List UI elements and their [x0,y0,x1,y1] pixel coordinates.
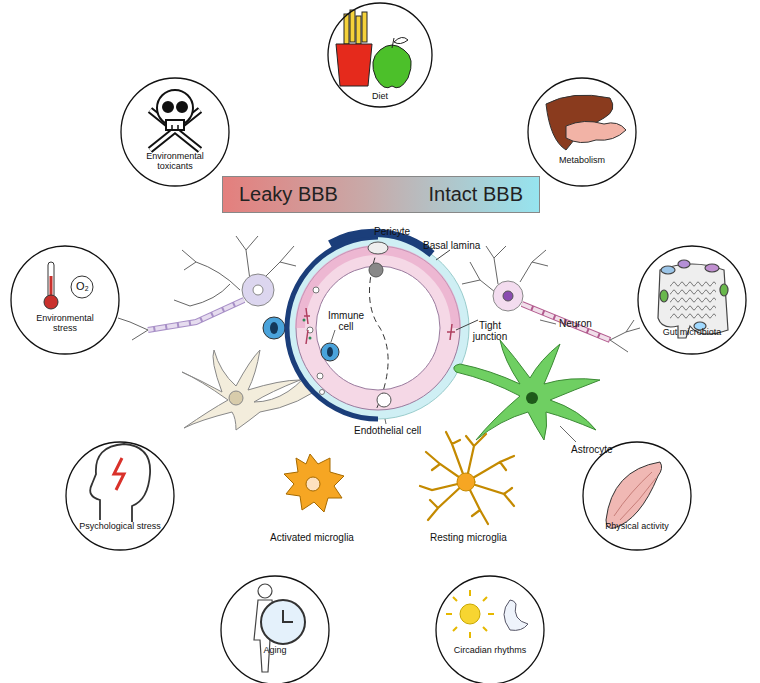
part-label: Activated microglia [270,532,354,543]
factor-label: Circadian rhythms [450,646,530,656]
factor-circle: Gut microbiota [637,245,747,355]
aging-icon [254,584,305,672]
gut-icon [658,260,728,338]
muscle-icon [606,462,662,528]
part-label: Endothelial cell [354,425,421,436]
circle-outline [527,77,637,187]
factor-circle: Circadian rhythms [435,575,545,683]
bar-label: Intact BBB [429,183,524,206]
circle-outline [435,575,545,683]
part-label: Immune cell [326,310,366,332]
head-icon [90,444,150,522]
gradient-bar: Leaky BBB Intact BBB [222,176,540,213]
circle-outline [10,245,120,355]
factor-circle: Environmental toxicants [120,77,230,187]
factor-label: Physical activity [592,522,682,532]
thermometer-icon [44,262,93,309]
astrocyte-right [454,340,600,440]
bar-label: Leaky BBB [239,183,338,206]
factor-label: Diet [340,92,420,102]
factor-label: Environmental stress [25,314,105,334]
skull-icon [150,90,200,150]
neuron-right [462,246,640,352]
activated-microglia [284,454,344,512]
factor-circle: Metabolism [527,77,637,187]
part-label: Astrocyte [571,444,613,455]
part-label: Pericyte [374,226,410,237]
part-label: Basal lamina [423,240,480,251]
factor-label: Metabolism [542,156,622,166]
blood-vessel [287,233,478,419]
oxygen-symbol: O₂ [76,280,89,292]
diet-icon [336,10,411,88]
part-label: Resting microglia [430,532,507,543]
factor-circle: Environmental stress [10,245,120,355]
circle-outline [582,441,692,551]
sun-moon-icon [446,590,528,638]
leader-lines [331,320,576,442]
circle-outline [637,245,747,355]
part-label: Neuron [559,318,592,329]
factor-label: Environmental toxicants [140,152,210,172]
factor-circle: Diet [327,2,433,108]
resting-microglia [420,432,514,524]
factor-circle: Aging [220,575,330,683]
immune-cell [263,317,285,339]
liver-icon [546,95,626,150]
part-label: Tight junction [465,320,515,342]
factor-circle: Psychological stress [65,441,175,551]
factor-label: Psychological stress [75,522,165,532]
circle-outline [65,441,175,551]
factor-label: Gut microbiota [652,328,732,338]
factor-label: Aging [235,646,315,656]
circle-outline [220,575,330,683]
factor-circle: Physical activity [582,441,692,551]
